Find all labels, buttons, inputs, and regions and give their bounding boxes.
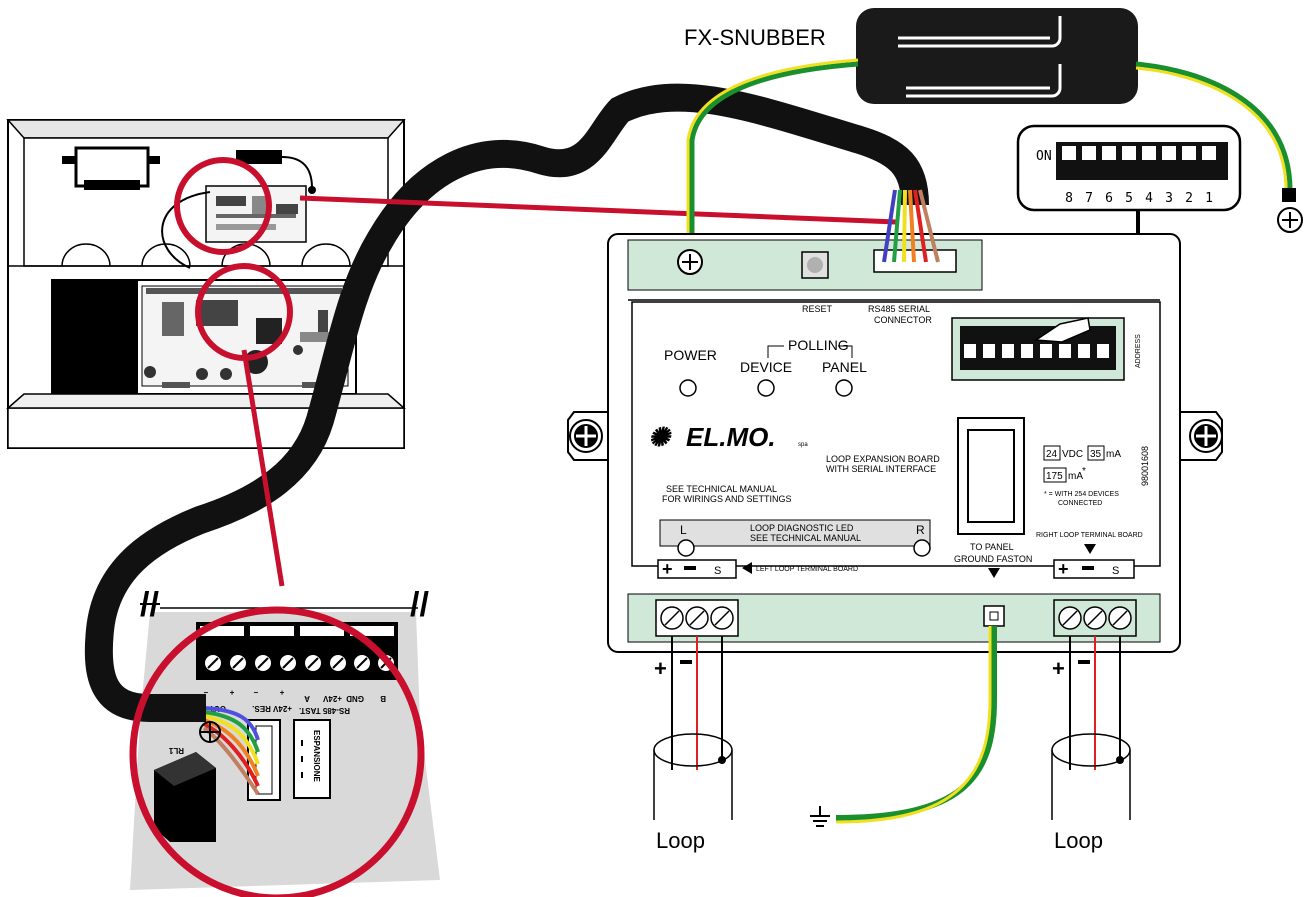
zoom-24v-res-label: +24V RES. <box>252 704 292 713</box>
highlight-connectors <box>129 157 897 897</box>
dip-number-1: 1 <box>1205 191 1213 206</box>
note-line1: * = WITH 254 DEVICES <box>1044 491 1119 498</box>
panel-label: PANEL <box>822 359 867 375</box>
power-label: POWER <box>664 347 717 363</box>
rs485-cable <box>84 83 929 722</box>
highlight-circle-small-board <box>174 157 272 255</box>
board-title-line2: WITH SERIAL INTERFACE <box>826 464 936 474</box>
loop-wiring: + Loop + Loop <box>653 626 1131 853</box>
svg-text://: // <box>410 586 429 624</box>
diag-r-label: R <box>916 523 925 537</box>
logo-text: EL.MO. <box>686 422 776 452</box>
dip-number-4: 4 <box>1145 191 1153 206</box>
loop-left-label: Loop <box>656 828 705 853</box>
loop-right-label: Loop <box>1054 828 1103 853</box>
panel-led <box>835 379 853 397</box>
current-unit: mA <box>1106 449 1121 460</box>
right-term-s-label: S <box>1112 565 1119 577</box>
svg-text:−: − <box>253 688 258 697</box>
highlight-circle-main-board <box>195 263 293 361</box>
dip-number-5: 5 <box>1125 191 1133 206</box>
zoom-b-label: B <box>380 694 386 703</box>
rs485-line2: CONNECTOR <box>874 315 932 325</box>
current2-value: 175 <box>1046 471 1063 482</box>
ground-faston-line2: GROUND FASTON <box>954 554 1032 564</box>
fx-snubber: FX-SNUBBER <box>684 8 1303 250</box>
svg-text:+: + <box>1058 559 1069 579</box>
dip-switch-callout: ON 8 7 6 5 4 3 2 1 <box>1016 124 1242 316</box>
svg-text:+: + <box>1052 656 1065 681</box>
reset-label: RESET <box>802 304 833 314</box>
zoom-a-label: A <box>304 694 310 703</box>
left-term-s-label: S <box>714 565 721 577</box>
diag-led-right <box>913 539 931 557</box>
left-terminal-label: LEFT LOOP TERMINAL BOARD <box>756 566 858 573</box>
dip-number-8: 8 <box>1065 191 1073 206</box>
loop-expansion-board: RESET RS485 SERIAL CONNECTOR POWER POLLI… <box>567 189 1223 653</box>
control-panel-enclosure <box>6 119 406 449</box>
snubber-label: FX-SNUBBER <box>684 25 826 50</box>
dip-on-label: ON <box>1036 149 1052 164</box>
zoom-rl-label: RL1 <box>168 746 184 755</box>
address-label: ADDRESS <box>1135 334 1142 368</box>
voltage-unit: VDC <box>1062 449 1083 460</box>
dip-number-2: 2 <box>1185 191 1193 206</box>
logo-sup: spa <box>798 442 808 448</box>
highlight-circle-zoom <box>129 606 425 897</box>
dip-number-7: 7 <box>1085 191 1093 206</box>
zoom-rs485-label: RS-485 TAST. <box>299 706 350 715</box>
device-led <box>757 379 775 397</box>
power-led <box>679 379 697 397</box>
svg-text:*: * <box>1082 466 1086 477</box>
current2-unit: mA <box>1068 471 1083 482</box>
zoom-expansion-label: ESPANSIONE <box>312 730 321 783</box>
manual-line2: FOR WIRINGS AND SETTINGS <box>662 494 792 504</box>
serial-number: 98001608 <box>1140 446 1150 486</box>
right-terminal-label: RIGHT LOOP TERMINAL BOARD <box>1036 532 1143 539</box>
diag-line2: SEE TECHNICAL MANUAL <box>750 533 861 543</box>
dip-number-6: 6 <box>1105 191 1113 206</box>
svg-text:+: + <box>662 559 673 579</box>
zoom-gnd-label: GND <box>346 694 364 703</box>
ground-faston-terminal[interactable] <box>983 605 1005 627</box>
zoom-24-label: +24V <box>322 694 342 703</box>
elmo-logo-icon: ✺ <box>648 422 672 452</box>
svg-text:+: + <box>279 688 284 697</box>
panel-board-zoom: // // − + − + OUT +24V RES. A <box>130 586 440 890</box>
svg-text:+: + <box>654 656 667 681</box>
polling-label: POLLING <box>788 337 849 353</box>
device-label: DEVICE <box>740 359 792 375</box>
svg-text:+: + <box>229 688 234 697</box>
note-line2: CONNECTED <box>1058 500 1102 507</box>
ground-faston-line1: TO PANEL <box>970 542 1014 552</box>
board-title-line1: LOOP EXPANSION BOARD <box>826 454 940 464</box>
diag-line1: LOOP DIAGNOSTIC LED <box>750 523 854 533</box>
svg-text://: // <box>140 586 159 624</box>
manual-line1: SEE TECHNICAL MANUAL <box>666 484 777 494</box>
current-value: 35 <box>1090 449 1102 460</box>
rs485-line1: RS485 SERIAL <box>868 304 930 314</box>
diag-led-left <box>677 539 695 557</box>
voltage-value: 24 <box>1046 449 1058 460</box>
earth-ground-icon <box>810 806 830 827</box>
diag-l-label: L <box>680 523 687 537</box>
dip-number-3: 3 <box>1165 191 1173 206</box>
svg-text:−: − <box>203 688 208 697</box>
